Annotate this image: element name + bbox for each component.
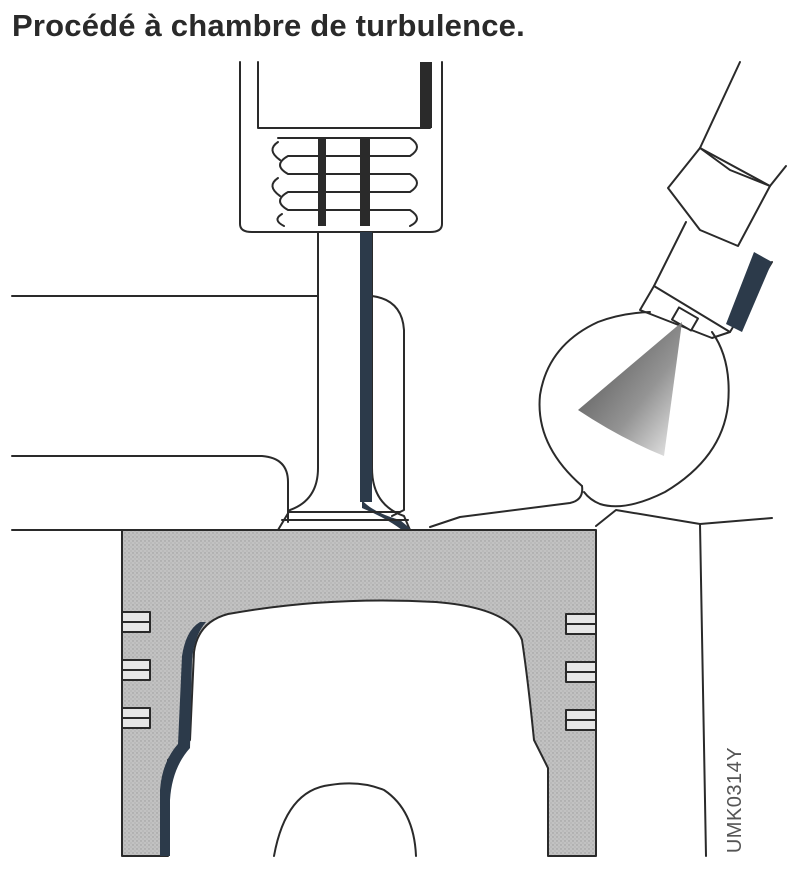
piston-rings [121,611,597,731]
piston [121,529,597,857]
valve-guide [371,295,405,517]
diagram-title: Procédé à chambre de turbulence. [12,8,525,43]
valve-spring [239,61,443,233]
swirl-chamber [538,311,730,508]
valve [277,231,412,531]
injector [639,61,787,339]
figure-code: UMK0314Y [724,746,746,854]
fuel-spray [578,322,682,456]
